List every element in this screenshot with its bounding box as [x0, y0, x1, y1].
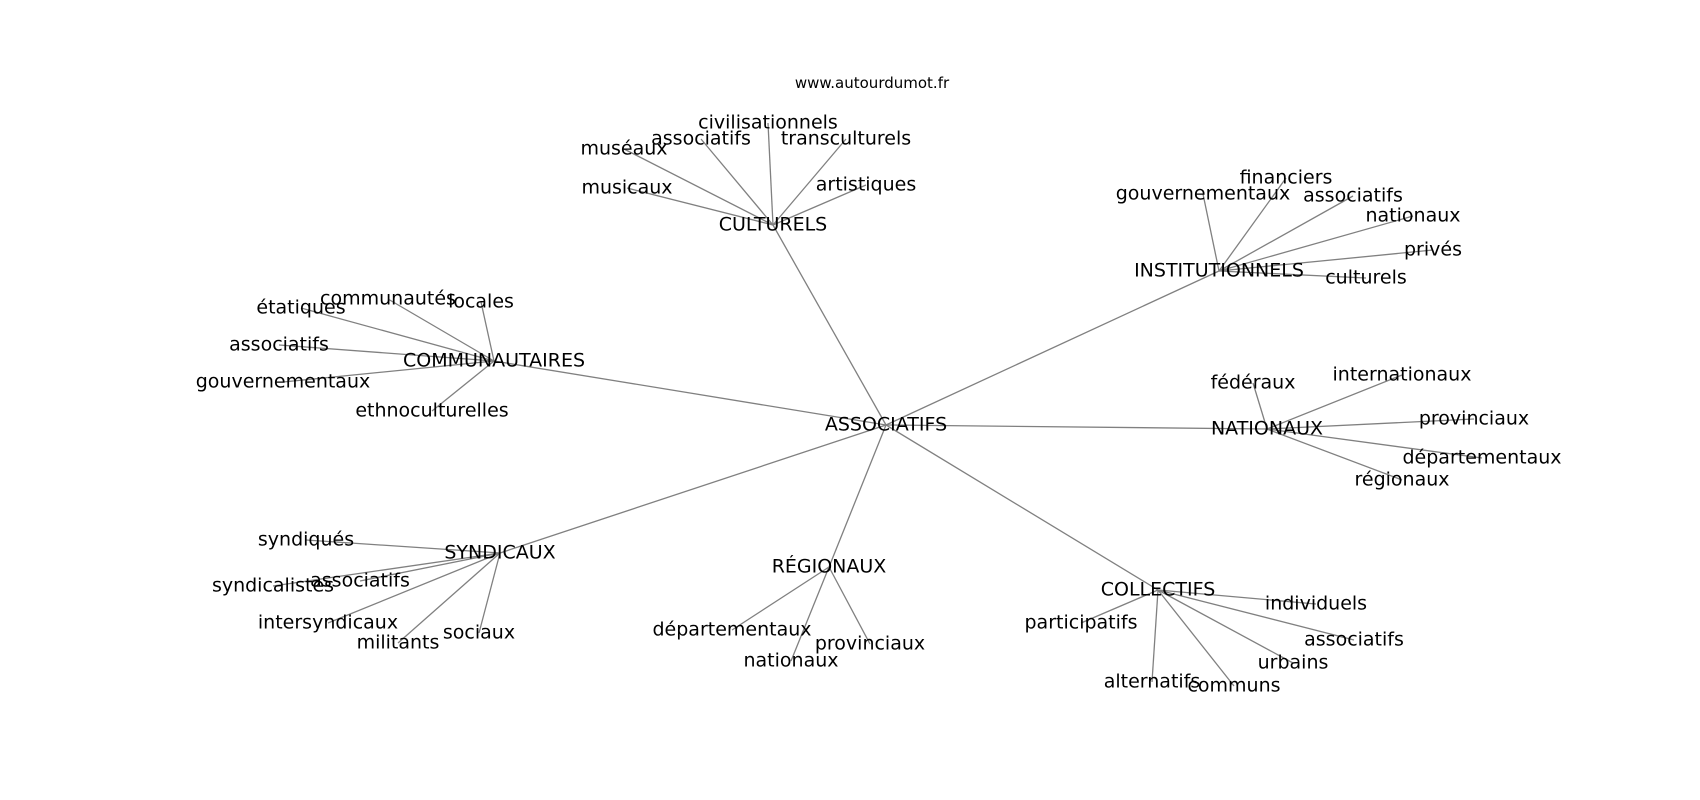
leaf-node-culturels-artistiques: artistiques: [816, 174, 917, 196]
edge-collectifs-communs: [1157, 589, 1235, 687]
edge-institutionnels-financiers: [1218, 177, 1287, 272]
leaf-node-communautaires-ethnoculturelles: ethnoculturelles: [355, 400, 508, 422]
edge-regionaux-nationaux: [790, 566, 830, 662]
leaf-node-communautaires-etatiques: étatiques: [256, 297, 345, 319]
leaf-node-institutionnels-associatifs: associatifs: [1303, 185, 1403, 207]
edge-syndicaux-associatifs: [359, 552, 501, 582]
edge-syndicaux-intersyndicaux: [327, 552, 501, 624]
edge-culturels-museaux: [623, 148, 774, 226]
edge-regionaux-provinciaux: [828, 566, 871, 645]
edge-culturels-artistiques: [772, 184, 867, 226]
leaf-node-culturels-musicaux: musicaux: [581, 177, 672, 199]
edge-institutionnels-nationaux: [1218, 215, 1414, 272]
edge-culturels-associatifs: [700, 138, 774, 226]
edge-nationaux-departementaux: [1266, 428, 1483, 459]
leaf-node-communautaires-locales: locales: [448, 291, 514, 313]
leaf-node-nationaux-provinciaux: provinciaux: [1419, 408, 1529, 430]
edge-culturels-transculturels: [772, 138, 847, 226]
edge-hub-communautaires: [493, 360, 887, 426]
leaf-node-collectifs-urbains: urbains: [1258, 652, 1329, 674]
edge-communautaires-gouvernementaux: [282, 360, 495, 383]
edge-collectifs-urbains: [1157, 589, 1294, 664]
edge-hub-regionaux: [828, 424, 887, 568]
leaf-node-culturels-civilisationnels: civilisationnels: [698, 112, 838, 134]
edge-hub-nationaux: [885, 424, 1268, 430]
leaf-node-institutionnels-financiers: financiers: [1240, 167, 1333, 189]
leaf-node-culturels-associatifs: associatifs: [651, 128, 751, 150]
edge-hub-institutionnels: [885, 270, 1220, 426]
edge-nationaux-federaux: [1252, 382, 1268, 430]
edge-communautaires-ethnoculturelles: [431, 360, 495, 412]
edge-regionaux-departementaux: [731, 566, 830, 631]
leaf-node-institutionnels-gouvernementaux: gouvernementaux: [1116, 183, 1291, 205]
edge-collectifs-individuels: [1157, 589, 1317, 605]
edge-nationaux-internationaux: [1266, 374, 1403, 430]
edge-culturels-musicaux: [626, 187, 774, 226]
edge-communautaires-associatifs: [278, 344, 495, 362]
leaf-node-regionaux-provinciaux: provinciaux: [815, 633, 925, 655]
cluster-node-regionaux: RÉGIONAUX: [772, 555, 887, 578]
edge-nationaux-regionaux: [1266, 428, 1403, 481]
edge-collectifs-participatifs: [1080, 589, 1159, 624]
edge-syndicaux-sociaux: [478, 552, 501, 634]
leaf-node-communautaires-gouvernementaux: gouvernementaux: [196, 371, 371, 393]
edge-communautaires-locales: [480, 301, 495, 362]
leaf-node-institutionnels-culturels: culturels: [1325, 267, 1407, 289]
edge-layer: [272, 122, 1483, 687]
cluster-node-collectifs: COLLECTIFS: [1101, 579, 1216, 601]
edge-hub-syndicaux: [499, 424, 887, 554]
leaf-node-institutionnels-nationaux: nationaux: [1365, 205, 1460, 227]
leaf-node-nationaux-federaux: fédéraux: [1211, 372, 1296, 394]
leaf-node-nationaux-departementaux: départementaux: [1402, 447, 1561, 469]
leaf-node-nationaux-internationaux: internationaux: [1333, 364, 1472, 386]
edge-institutionnels-gouvernementaux: [1202, 193, 1220, 272]
edge-syndicaux-syndiques: [305, 539, 501, 554]
edge-communautaires-etatiques: [300, 307, 495, 362]
leaf-node-collectifs-alternatifs: alternatifs: [1104, 671, 1201, 693]
leaf-node-syndicaux-sociaux: sociaux: [443, 622, 515, 644]
hub-node-associatifs: ASSOCIATIFS: [825, 414, 947, 436]
edge-collectifs-associatifs: [1157, 589, 1355, 641]
leaf-node-regionaux-nationaux: nationaux: [743, 650, 838, 672]
leaf-node-syndicaux-syndicalistes: syndicalistes: [212, 575, 334, 597]
edge-syndicaux-syndicalistes: [272, 552, 501, 587]
edge-nationaux-provinciaux: [1266, 418, 1475, 430]
edge-communautaires-communautes: [387, 298, 495, 362]
leaf-node-regionaux-departementaux: départementaux: [652, 619, 811, 641]
source-label: www.autourdumot.fr: [795, 74, 950, 92]
edge-institutionnels-culturels: [1218, 270, 1367, 279]
leaf-node-collectifs-individuels: individuels: [1265, 593, 1367, 615]
leaf-node-syndicaux-militants: militants: [357, 632, 440, 654]
edge-hub-culturels: [772, 224, 887, 426]
cluster-node-communautaires: COMMUNAUTAIRES: [403, 350, 585, 372]
leaf-node-syndicaux-intersyndicaux: intersyndicaux: [258, 612, 398, 634]
leaf-node-syndicaux-syndiques: syndiqués: [258, 529, 354, 551]
edge-institutionnels-associatifs: [1218, 195, 1354, 272]
cluster-node-institutionnels: INSTITUTIONNELS: [1134, 260, 1304, 282]
edge-collectifs-alternatifs: [1151, 589, 1159, 683]
edge-culturels-civilisationnels: [767, 122, 774, 226]
leaf-node-nationaux-regionaux: régionaux: [1354, 469, 1449, 491]
leaf-node-communautaires-communautes: communautés: [320, 288, 456, 310]
leaf-node-culturels-transculturels: transculturels: [781, 128, 911, 150]
cluster-node-syndicaux: SYNDICAUX: [444, 542, 555, 564]
leaf-node-institutionnels-prives: privés: [1404, 239, 1462, 261]
leaf-node-collectifs-communs: communs: [1187, 675, 1280, 697]
edge-syndicaux-militants: [397, 552, 501, 644]
edge-hub-collectifs: [885, 424, 1159, 591]
leaf-node-collectifs-participatifs: participatifs: [1025, 612, 1138, 634]
leaf-node-culturels-museaux: muséaux: [580, 138, 667, 160]
leaf-node-communautaires-associatifs: associatifs: [229, 334, 329, 356]
leaf-node-syndicaux-associatifs: associatifs: [310, 570, 410, 592]
leaf-node-collectifs-associatifs: associatifs: [1304, 629, 1404, 651]
edge-institutionnels-prives: [1218, 249, 1434, 272]
cluster-node-culturels: CULTURELS: [719, 214, 828, 236]
cluster-node-nationaux: NATIONAUX: [1211, 418, 1323, 440]
